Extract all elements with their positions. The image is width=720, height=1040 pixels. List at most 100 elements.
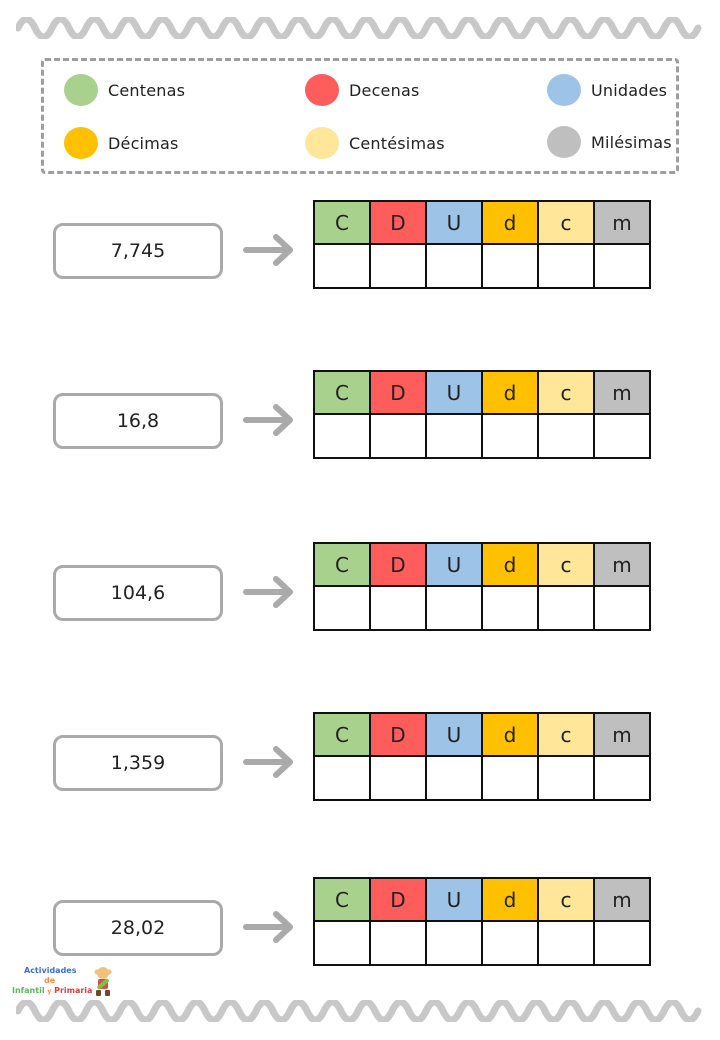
- answer-cell-milesimas[interactable]: [593, 920, 651, 966]
- header-centenas: C: [313, 712, 371, 757]
- logo-word-y: y: [47, 988, 52, 995]
- answer-cell-milesimas[interactable]: [593, 755, 651, 801]
- header-unidades: U: [425, 712, 483, 757]
- header-centenas: C: [313, 200, 371, 245]
- legend-label: Centenas: [108, 80, 186, 100]
- logo-word-infantil: Infantil: [12, 986, 45, 995]
- number-box: 104,6: [53, 565, 223, 621]
- place-value-table: C D U d c m: [313, 370, 651, 459]
- header-centenas: C: [313, 370, 371, 415]
- exercise-row-1: 7,745 C D U d c m: [0, 200, 720, 290]
- header-decenas: D: [369, 712, 427, 757]
- orange-circle-icon: [64, 127, 98, 159]
- header-decenas: D: [369, 200, 427, 245]
- answer-cell-decenas[interactable]: [369, 755, 427, 801]
- answer-cell-decenas[interactable]: [369, 585, 427, 631]
- answer-cell-centenas[interactable]: [313, 755, 371, 801]
- logo-line-2: de: [44, 976, 56, 985]
- header-centesimas: c: [537, 200, 595, 245]
- header-unidades: U: [425, 542, 483, 587]
- header-centenas: C: [313, 877, 371, 922]
- header-decimas: d: [481, 200, 539, 245]
- answer-cell-decenas[interactable]: [369, 413, 427, 459]
- header-centesimas: c: [537, 370, 595, 415]
- legend-label: Décimas: [108, 133, 179, 153]
- header-unidades: U: [425, 200, 483, 245]
- answer-cell-decimas[interactable]: [481, 920, 539, 966]
- header-decenas: D: [369, 370, 427, 415]
- place-value-table: C D U d c m: [313, 877, 651, 966]
- legend-item-decenas: Decenas: [305, 74, 420, 106]
- legend-item-centenas: Centenas: [64, 74, 185, 106]
- answer-cell-centesimas[interactable]: [537, 243, 595, 289]
- wave-border-bottom-icon: [16, 1000, 702, 1022]
- publisher-logo: Actividades de Infantil y Primaria: [10, 965, 120, 999]
- arrow-right-icon: [243, 746, 293, 778]
- answer-cell-milesimas[interactable]: [593, 585, 651, 631]
- header-decimas: d: [481, 542, 539, 587]
- legend-label: Milésimas: [591, 132, 672, 152]
- header-milesimas: m: [593, 542, 651, 587]
- answer-cell-decimas[interactable]: [481, 413, 539, 459]
- header-decimas: d: [481, 370, 539, 415]
- header-decimas: d: [481, 712, 539, 757]
- answer-cell-centenas[interactable]: [313, 585, 371, 631]
- arrow-right-icon: [243, 576, 293, 608]
- arrow-right-icon: [243, 911, 293, 943]
- logo-line-1: Actividades: [24, 966, 77, 975]
- answer-cell-centesimas[interactable]: [537, 413, 595, 459]
- header-decimas: d: [481, 877, 539, 922]
- header-centesimas: c: [537, 877, 595, 922]
- answer-cell-centesimas[interactable]: [537, 755, 595, 801]
- child-mascot-icon: [94, 967, 112, 996]
- number-box: 7,745: [53, 223, 223, 279]
- header-centesimas: c: [537, 542, 595, 587]
- header-centenas: C: [313, 542, 371, 587]
- logo-word-primaria: Primaria: [54, 986, 93, 995]
- answer-cell-milesimas[interactable]: [593, 413, 651, 459]
- header-milesimas: m: [593, 370, 651, 415]
- arrow-right-icon: [243, 404, 293, 436]
- blue-circle-icon: [547, 74, 581, 106]
- exercise-row-2: 16,8 C D U d c m: [0, 370, 720, 460]
- legend-item-centesimas: Centésimas: [305, 127, 445, 159]
- header-unidades: U: [425, 877, 483, 922]
- header-milesimas: m: [593, 712, 651, 757]
- legend-label: Unidades: [591, 80, 668, 100]
- logo-line-3: Infantil y Primaria: [12, 986, 92, 995]
- number-box: 16,8: [53, 393, 223, 449]
- answer-cell-decenas[interactable]: [369, 243, 427, 289]
- answer-cell-centenas[interactable]: [313, 413, 371, 459]
- answer-cell-centenas[interactable]: [313, 243, 371, 289]
- answer-cell-unidades[interactable]: [425, 413, 483, 459]
- exercise-row-3: 104,6 C D U d c m: [0, 542, 720, 632]
- color-legend: Centenas Decenas Unidades Décimas Centés…: [41, 58, 679, 174]
- legend-label: Decenas: [349, 80, 420, 100]
- light-yellow-circle-icon: [305, 127, 339, 159]
- red-circle-icon: [305, 74, 339, 106]
- place-value-table: C D U d c m: [313, 542, 651, 631]
- header-centesimas: c: [537, 712, 595, 757]
- wave-border-top-icon: [16, 17, 702, 39]
- answer-cell-decimas[interactable]: [481, 243, 539, 289]
- answer-cell-decimas[interactable]: [481, 585, 539, 631]
- answer-cell-centesimas[interactable]: [537, 920, 595, 966]
- answer-cell-centenas[interactable]: [313, 920, 371, 966]
- answer-cell-milesimas[interactable]: [593, 243, 651, 289]
- header-unidades: U: [425, 370, 483, 415]
- answer-cell-unidades[interactable]: [425, 585, 483, 631]
- answer-cell-centesimas[interactable]: [537, 585, 595, 631]
- legend-label: Centésimas: [349, 133, 445, 153]
- answer-cell-decimas[interactable]: [481, 755, 539, 801]
- legend-item-unidades: Unidades: [547, 74, 667, 106]
- answer-cell-unidades[interactable]: [425, 243, 483, 289]
- green-circle-icon: [64, 74, 98, 106]
- answer-cell-unidades[interactable]: [425, 755, 483, 801]
- number-box: 28,02: [53, 900, 223, 956]
- exercise-row-4: 1,359 C D U d c m: [0, 712, 720, 802]
- gray-circle-icon: [547, 126, 581, 158]
- place-value-table: C D U d c m: [313, 712, 651, 801]
- answer-cell-unidades[interactable]: [425, 920, 483, 966]
- header-decenas: D: [369, 542, 427, 587]
- answer-cell-decenas[interactable]: [369, 920, 427, 966]
